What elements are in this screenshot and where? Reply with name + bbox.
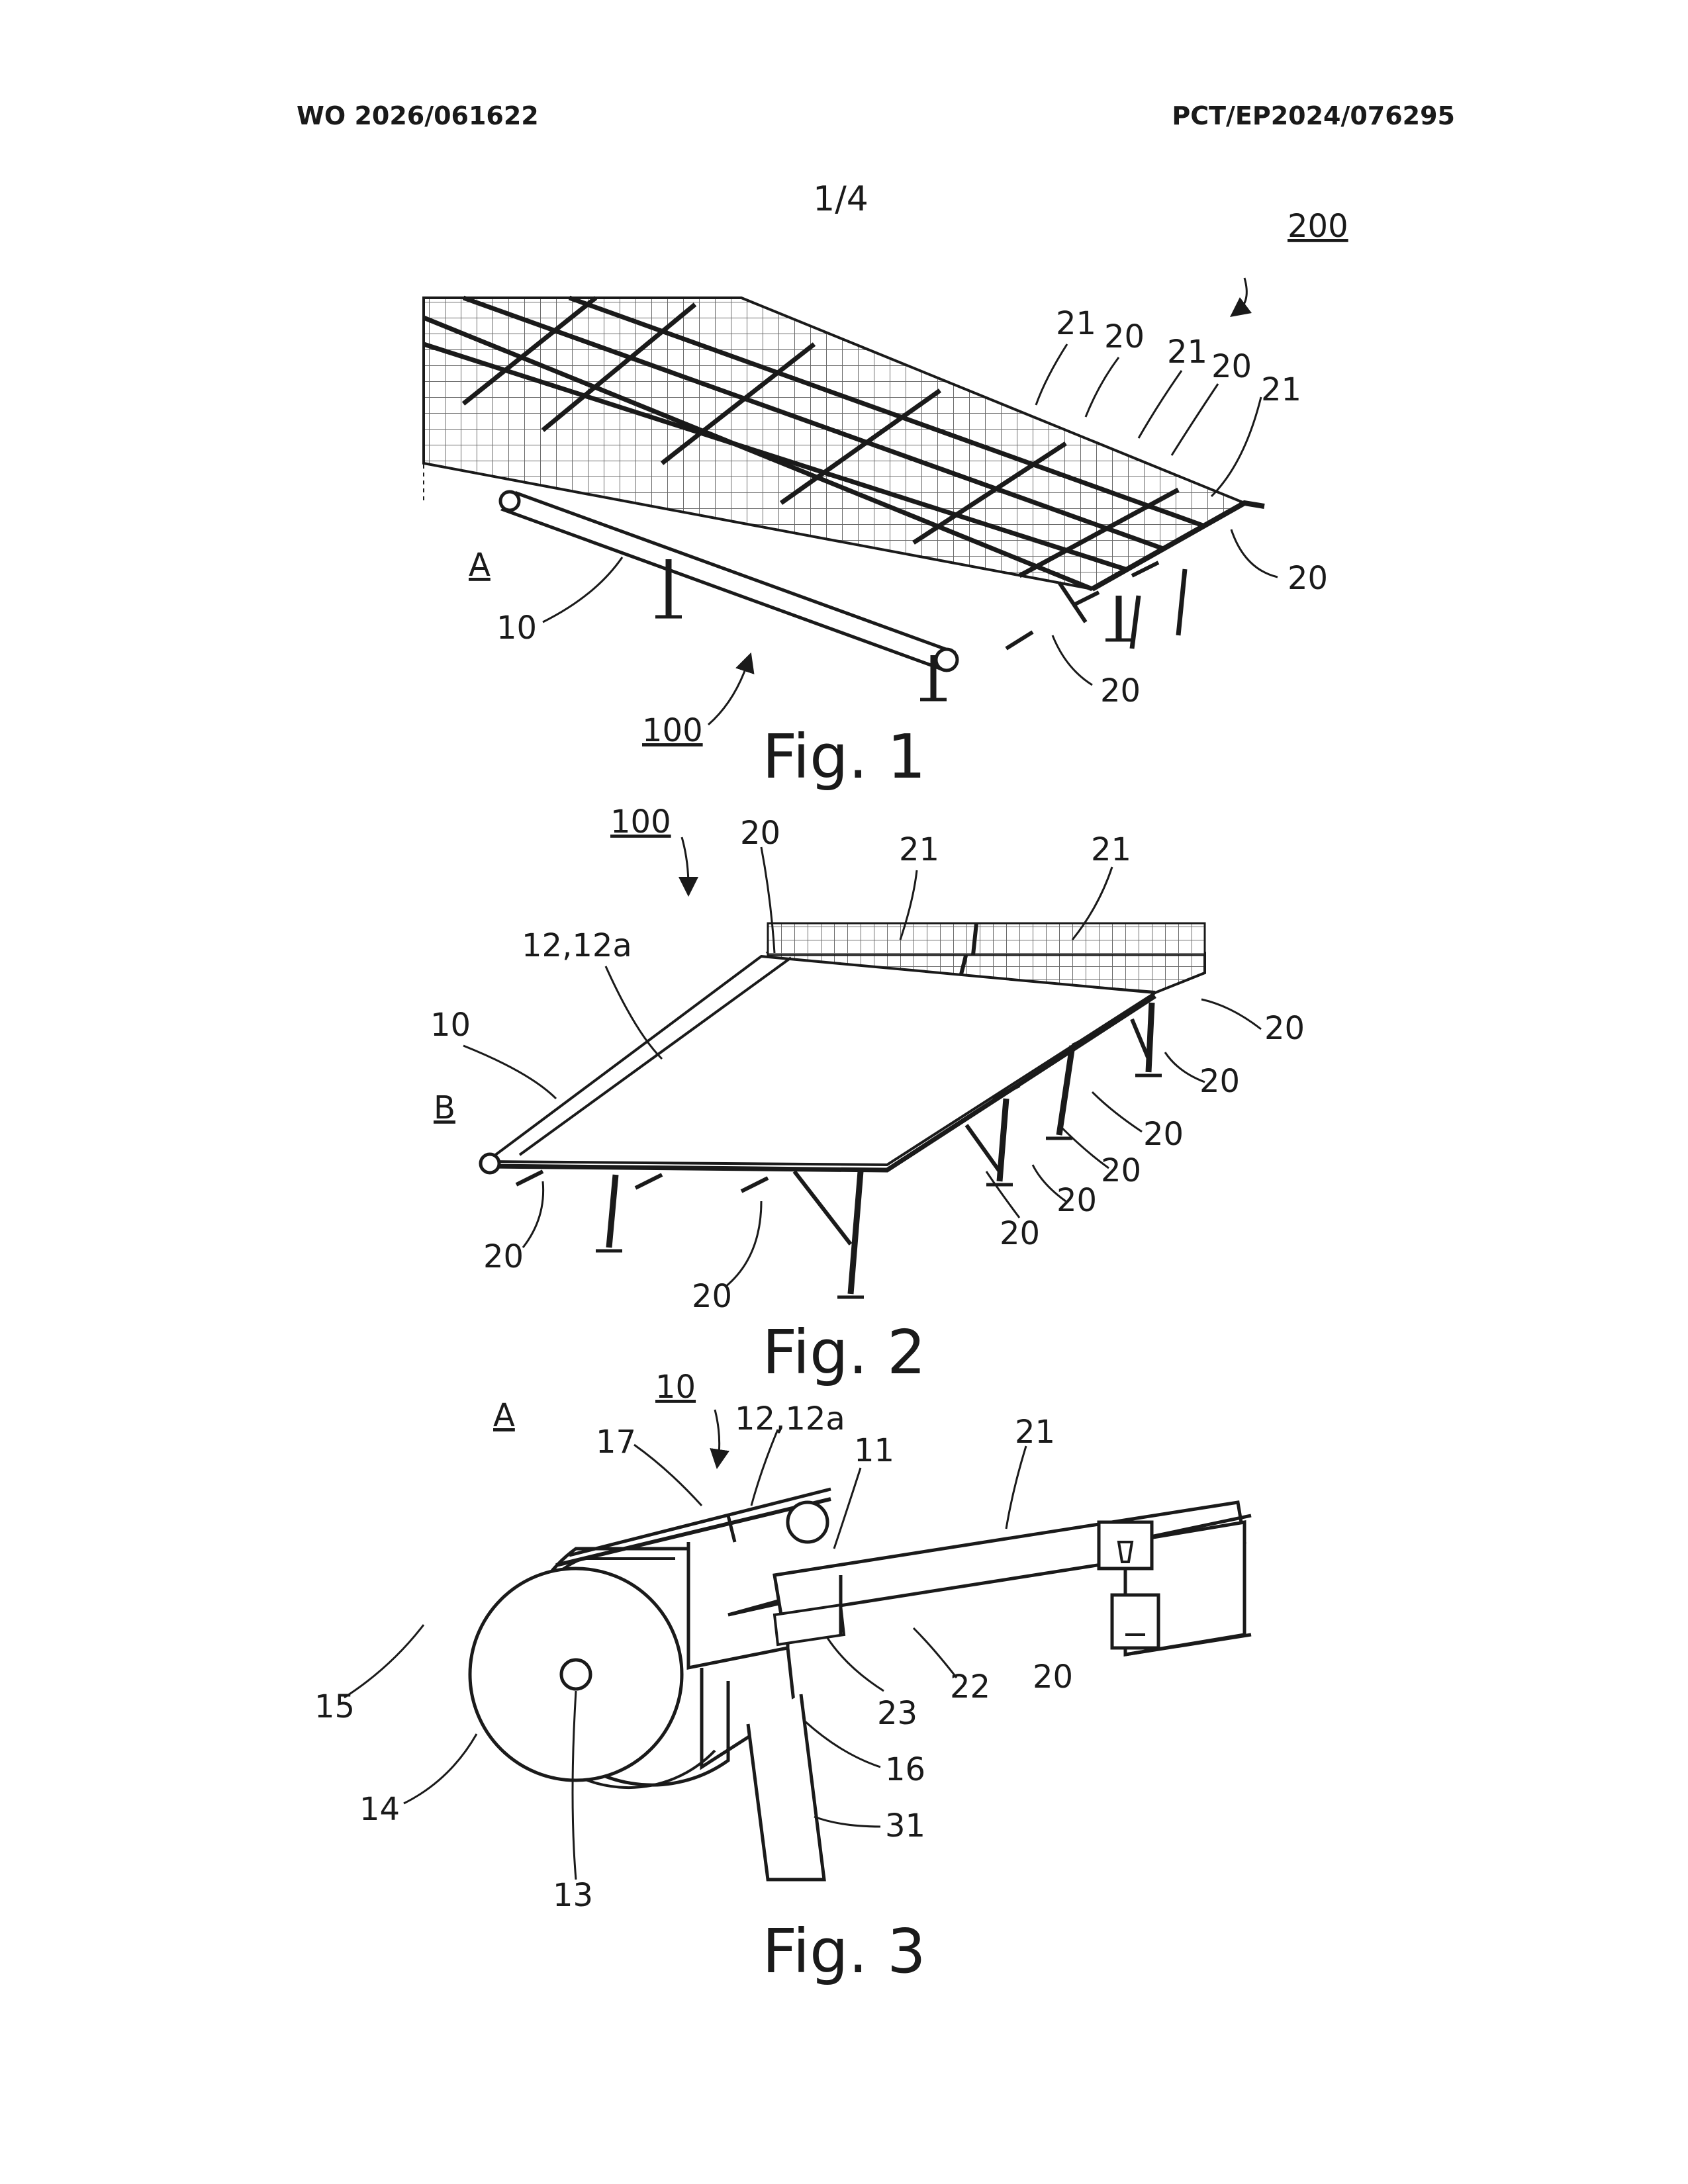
- figure-1: 200 21 20 21 20 21 20 20 A 10 100 Fig. 1: [424, 208, 1348, 792]
- ref-label: 100: [642, 712, 703, 749]
- figure-2: 100 20 21 21 12,12a 10 B 20 20 20 20 20 …: [430, 803, 1305, 1388]
- ref-label: 20: [1264, 1010, 1305, 1047]
- ref-label: 20: [1143, 1116, 1184, 1153]
- ref-label: 10: [496, 610, 537, 647]
- ref-label: 21: [1091, 831, 1131, 868]
- ref-label: 10: [655, 1369, 696, 1406]
- roller-axle: [561, 1660, 590, 1689]
- ref-label: 20: [1000, 1215, 1040, 1252]
- ref-label: 31: [885, 1807, 925, 1844]
- ref-label: 20: [740, 815, 780, 852]
- ref-label: 20: [1033, 1659, 1073, 1696]
- ref-label: 21: [1167, 334, 1207, 371]
- cover-sheet: [481, 956, 1155, 1173]
- cover-guide: [556, 1489, 831, 1565]
- ref-label: 10: [430, 1007, 471, 1044]
- ref-label: 20: [1211, 348, 1252, 385]
- ref-label: A: [493, 1397, 515, 1434]
- publication-number: WO 2026/061622: [297, 101, 539, 130]
- ref-label: 200: [1288, 208, 1348, 245]
- ref-label: 21: [1261, 371, 1301, 408]
- page-number: 1/4: [813, 179, 868, 219]
- ref-label: 21: [1015, 1414, 1055, 1451]
- figure-caption: Fig. 1: [762, 721, 925, 792]
- ref-label: 20: [1101, 1152, 1141, 1189]
- ref-label: 11: [854, 1432, 894, 1469]
- ref-label: 23: [877, 1695, 917, 1732]
- ref-label: 17: [596, 1424, 636, 1461]
- ref-label: 22: [950, 1668, 990, 1706]
- figure-3-labels: A 10 12,12a 17 11 21 15 14 13 16 23 22 2…: [314, 1369, 1073, 1914]
- rail-profile: [774, 1502, 1251, 1655]
- figure-caption: Fig. 2: [762, 1317, 925, 1388]
- ref-label: 20: [692, 1278, 732, 1315]
- application-number: PCT/EP2024/076295: [1172, 101, 1455, 130]
- ref-label: 21: [899, 831, 939, 868]
- ref-label: 15: [314, 1688, 355, 1725]
- ref-label: 100: [610, 803, 671, 841]
- ref-label: A: [469, 547, 491, 584]
- ref-label: 20: [483, 1238, 524, 1275]
- support-post: [748, 1694, 824, 1880]
- ref-label: 13: [553, 1877, 593, 1914]
- figure-caption: Fig. 3: [762, 1916, 925, 1987]
- ref-label: 16: [885, 1751, 925, 1788]
- ref-label: 21: [1056, 305, 1096, 342]
- figure-3: A 10 12,12a 17 11 21 15 14 13 16 23 22 2…: [314, 1369, 1251, 1987]
- ref-label: 20: [1056, 1182, 1097, 1219]
- ref-label: 14: [359, 1791, 400, 1828]
- ref-label: 12,12a: [735, 1400, 845, 1437]
- ref-label: B: [434, 1089, 455, 1126]
- ref-label: 12,12a: [522, 927, 632, 964]
- ref-label: 20: [1100, 672, 1141, 709]
- ref-label: 20: [1104, 318, 1145, 355]
- ref-label: 20: [1288, 560, 1328, 597]
- ref-label: 20: [1199, 1063, 1240, 1100]
